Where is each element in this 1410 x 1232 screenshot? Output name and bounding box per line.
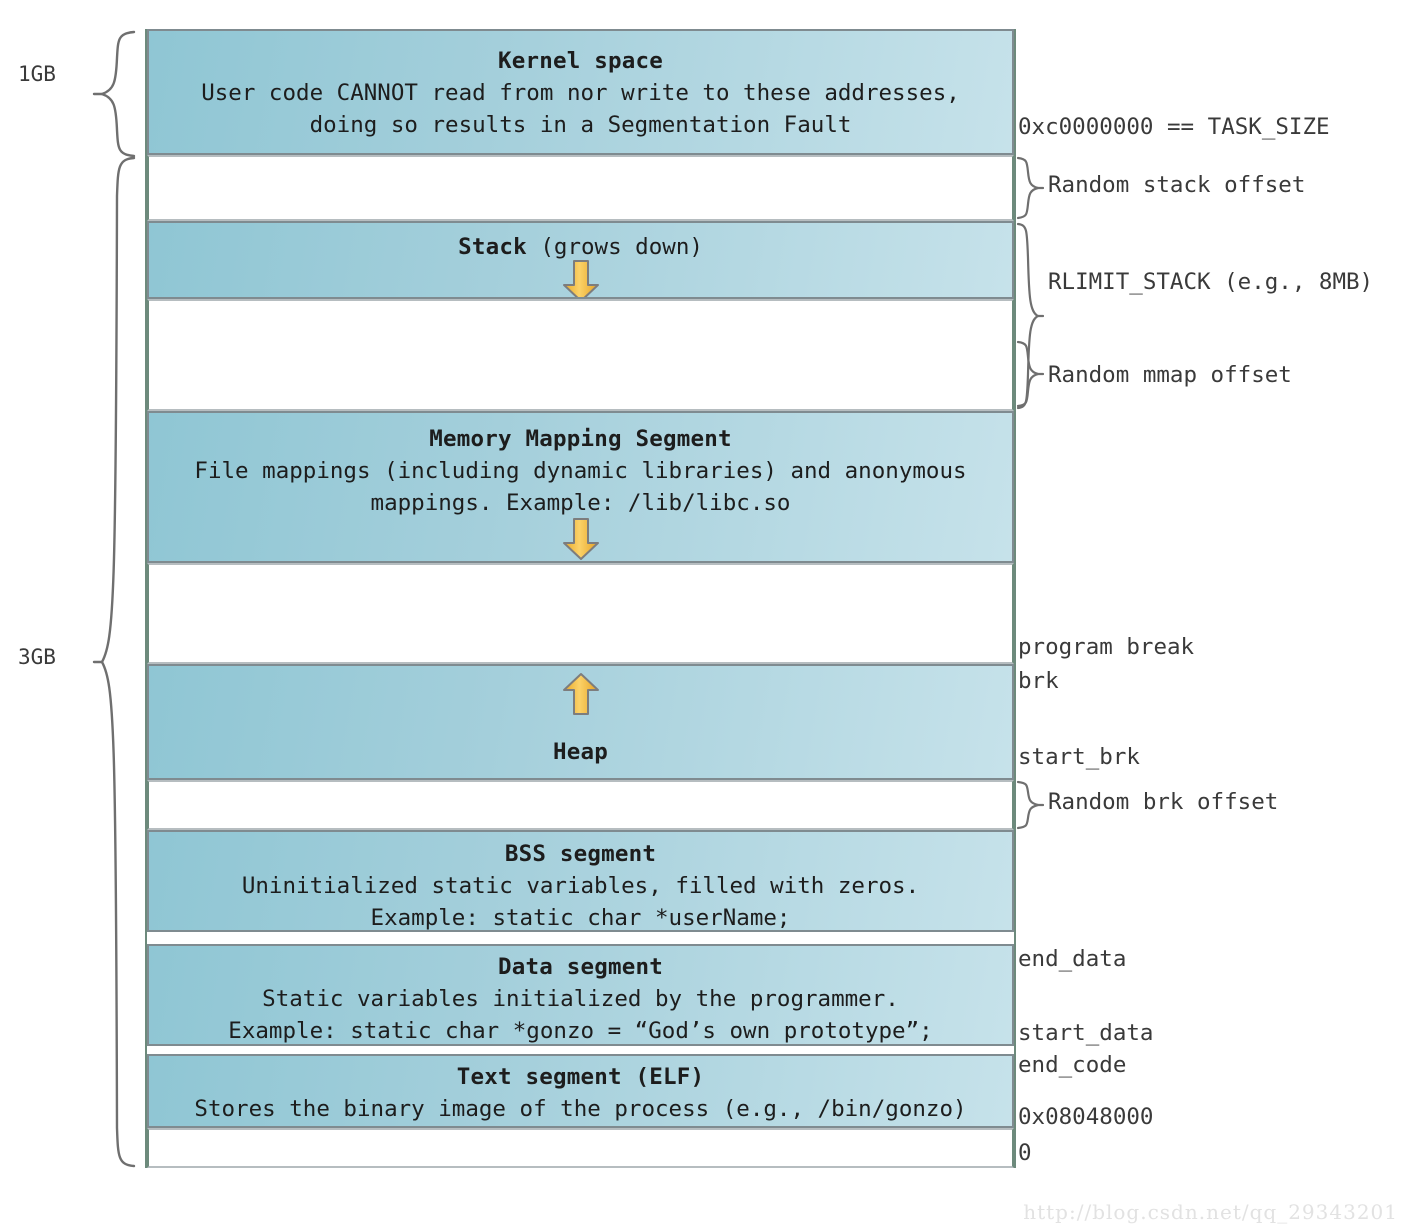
- annotation-start-brk: start_brk: [1018, 744, 1140, 770]
- segment-memory-mapping[interactable]: Memory Mapping Segment File mappings (in…: [147, 411, 1014, 563]
- annotation-zero: 0: [1018, 1140, 1032, 1166]
- segment-line: Stores the binary image of the process (…: [194, 1096, 967, 1122]
- segment-bss[interactable]: BSS segment Uninitialized static variabl…: [147, 830, 1014, 932]
- annotation-text-base: 0x08048000: [1018, 1104, 1154, 1130]
- segment-kernel-space[interactable]: Kernel space User code CANNOT read from …: [147, 29, 1014, 155]
- segment-bottom-gap[interactable]: [147, 1128, 1014, 1168]
- brace-1gb-icon: [92, 30, 136, 158]
- segment-random-brk-gap[interactable]: [147, 780, 1014, 830]
- arrow-up-icon: [562, 673, 599, 715]
- brace-random-brk-offset-icon: [1016, 780, 1044, 830]
- annotation-random-mmap-offset: Random mmap offset: [1048, 362, 1292, 388]
- segment-heap[interactable]: Heap: [147, 664, 1014, 780]
- size-label-1gb: 1GB: [18, 62, 56, 86]
- annotation-random-stack-offset: Random stack offset: [1048, 172, 1306, 198]
- segment-line: File mappings (including dynamic librari…: [194, 458, 967, 484]
- brace-random-stack-offset-icon: [1016, 156, 1044, 220]
- segment-random-stack-gap[interactable]: [147, 155, 1014, 221]
- segment-title-suffix: (grows down): [526, 234, 703, 260]
- segment-title: Heap: [553, 739, 608, 765]
- annotation-end-code: end_code: [1018, 1052, 1127, 1078]
- arrow-down-icon: [562, 518, 599, 560]
- segment-title: Stack: [458, 234, 527, 260]
- annotation-program-break: program break: [1018, 634, 1195, 660]
- annotation-rlimit-stack: RLIMIT_STACK (e.g., 8MB): [1048, 269, 1374, 295]
- arrow-down-icon: [562, 260, 599, 297]
- segment-title: Data segment: [498, 954, 663, 980]
- segment-line: Example: static char *userName;: [370, 905, 791, 931]
- annotation-random-brk-offset: Random brk offset: [1048, 789, 1279, 815]
- watermark: http://blog.csdn.net/qq_29343201: [1023, 1200, 1398, 1224]
- annotation-task-size: 0xc0000000 == TASK_SIZE: [1018, 114, 1330, 140]
- segment-line: mappings. Example: /lib/libc.so: [370, 490, 791, 516]
- segment-line: Static variables initialized by the prog…: [262, 986, 899, 1012]
- segment-line: Example: static char *gonzo = “God’s own…: [228, 1018, 933, 1044]
- segment-title: BSS segment: [504, 841, 657, 867]
- segment-line: doing so results in a Segmentation Fault: [309, 112, 852, 138]
- segment-text[interactable]: Text segment (ELF) Stores the binary ima…: [147, 1054, 1014, 1128]
- brace-random-mmap-offset-icon: [1016, 340, 1044, 408]
- annotation-brk: brk: [1018, 668, 1059, 694]
- segment-data[interactable]: Data segment Static variables initialize…: [147, 944, 1014, 1046]
- annotation-start-data: start_data: [1018, 1020, 1154, 1046]
- segment-title: Memory Mapping Segment: [429, 426, 732, 452]
- segment-stack[interactable]: Stack (grows down): [147, 221, 1014, 299]
- segment-title: Text segment (ELF): [456, 1064, 705, 1090]
- annotation-end-data: end_data: [1018, 946, 1127, 972]
- segment-title-row: Stack (grows down): [149, 231, 1012, 263]
- segment-mmap-heap-gap[interactable]: [147, 563, 1014, 664]
- brace-3gb-icon: [92, 156, 136, 1168]
- segment-line: Uninitialized static variables, filled w…: [241, 873, 920, 899]
- segment-title: Kernel space: [498, 48, 663, 74]
- memory-column-frame: [145, 29, 1016, 1168]
- segment-stack-mmap-gap[interactable]: [147, 299, 1014, 411]
- size-label-3gb: 3GB: [18, 645, 56, 669]
- segment-line: User code CANNOT read from nor write to …: [201, 80, 960, 106]
